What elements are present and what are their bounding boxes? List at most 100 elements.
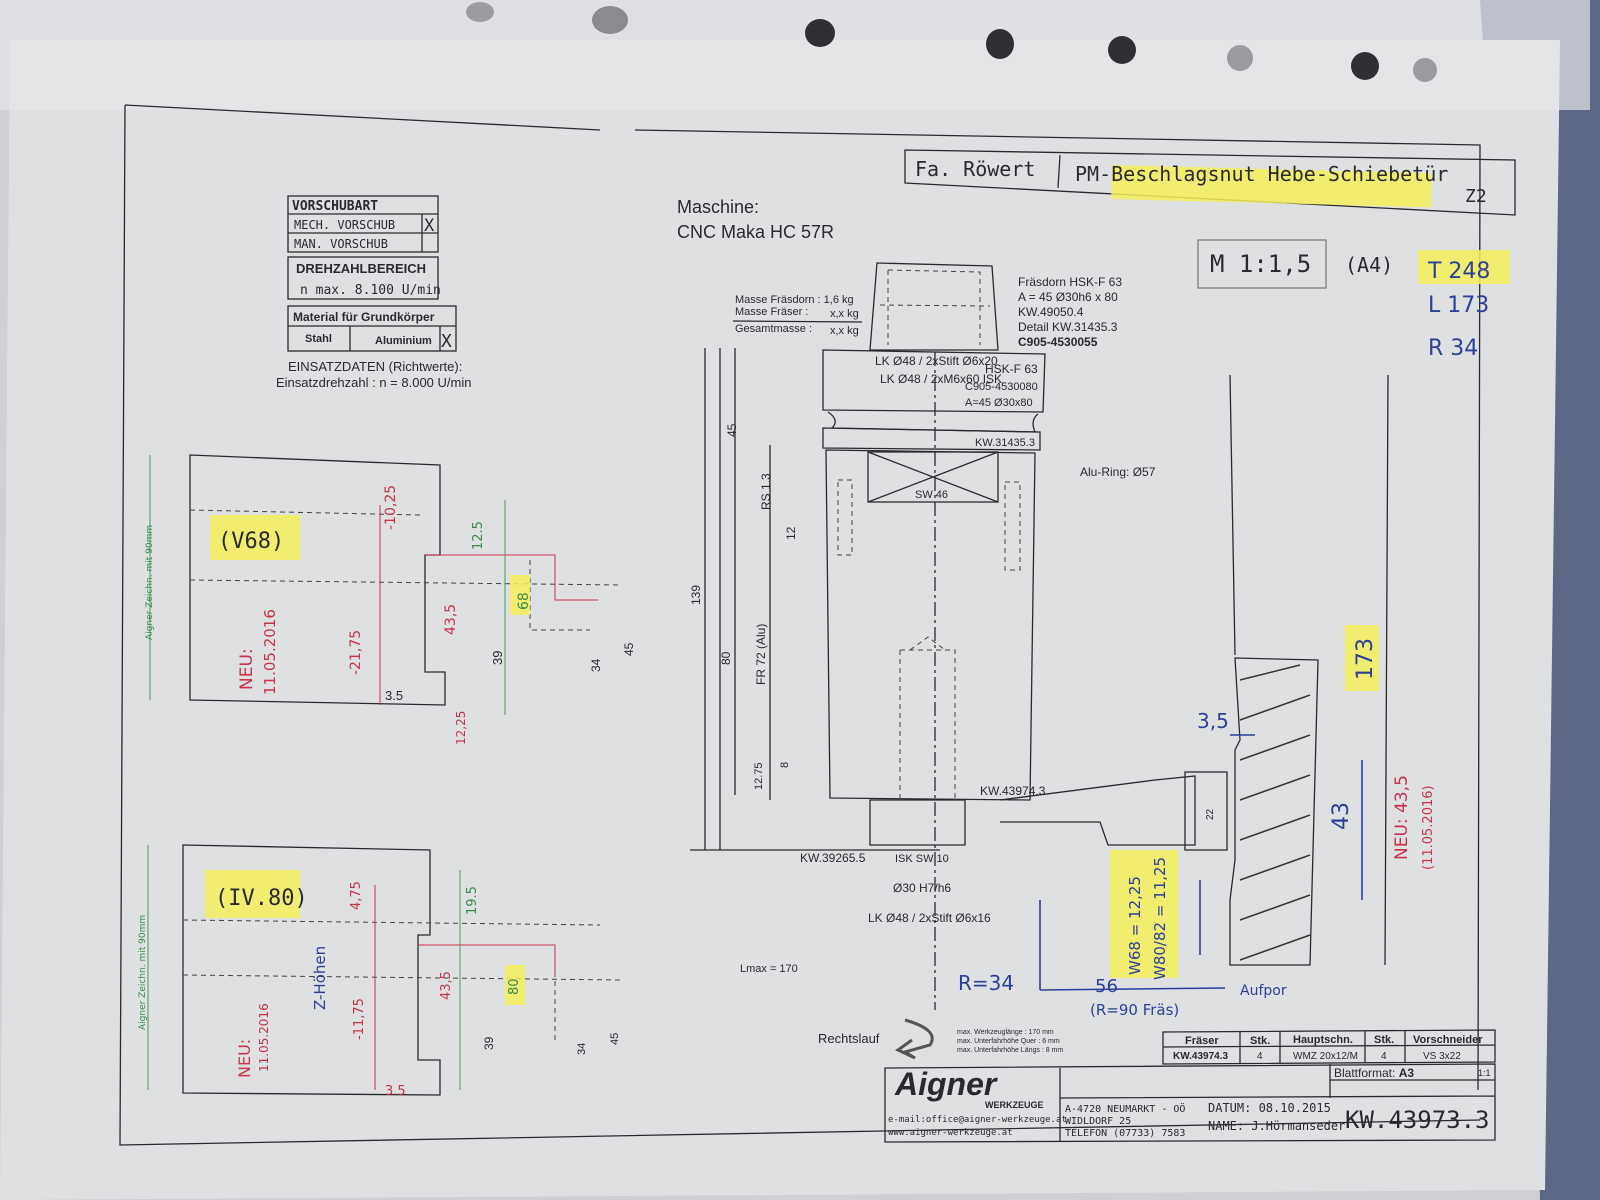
svg-text:WERKZEUGE: WERKZEUGE <box>985 1100 1044 1110</box>
machine-label: Maschine: <box>677 197 759 217</box>
svg-text:56: 56 <box>1095 976 1118 997</box>
svg-text:MECH. VORSCHUB: MECH. VORSCHUB <box>294 218 395 232</box>
svg-text:(V68): (V68) <box>218 529 284 554</box>
svg-text:W68 = 12,25: W68 = 12,25 <box>1126 876 1144 975</box>
title-block: Fa. Röwert PM-Beschlagsnut Hebe-Schiebet… <box>904 149 1516 216</box>
svg-text:DATUM: 08.10.2015: DATUM: 08.10.2015 <box>1208 1101 1331 1115</box>
footer-block: Aigner WERKZEUGE e-mail:office@aigner-we… <box>884 1063 1496 1143</box>
svg-text:NEU:: NEU: <box>237 648 257 690</box>
svg-text:Masse Fräser :: Masse Fräser : <box>735 306 808 318</box>
svg-text:173: 173 <box>1353 638 1378 680</box>
svg-text:HSK-F 63: HSK-F 63 <box>985 362 1038 376</box>
svg-text:A=45 Ø30x80: A=45 Ø30x80 <box>965 397 1033 409</box>
svg-text:80: 80 <box>719 651 733 665</box>
drawing-title: PM-Beschlagsnut Hebe-Schiebetür <box>1075 162 1448 186</box>
handwritten-notes: M 1:1,5 (A4) T 248 L 173 R 34 173 43 3,5… <box>958 239 1510 1019</box>
svg-text:max. Unterfahrhöhe Quer : 6 mm: max. Unterfahrhöhe Quer : 6 mm <box>957 1038 1060 1045</box>
svg-text:Ø30 H7/h6: Ø30 H7/h6 <box>893 881 951 895</box>
svg-text:4,75: 4,75 <box>349 881 364 910</box>
svg-text:www.aigner-werkzeuge.at: www.aigner-werkzeuge.at <box>888 1128 1013 1138</box>
svg-text:45: 45 <box>725 423 739 437</box>
svg-text:-21,75: -21,75 <box>348 630 364 675</box>
svg-text:A-4720 NEUMARKT - OÖ: A-4720 NEUMARKT - OÖ <box>1065 1102 1185 1115</box>
rotation-arrow-icon <box>895 1018 934 1060</box>
arbor-info: Fräsdorn HSK-F 63 A = 45 Ø30h6 x 80 KW.4… <box>1018 275 1122 349</box>
svg-text:Gesamtmasse :: Gesamtmasse : <box>735 323 812 335</box>
svg-text:(11.05.2016): (11.05.2016) <box>1421 785 1436 870</box>
svg-text:x,x kg: x,x kg <box>830 308 859 320</box>
svg-text:12.75: 12.75 <box>753 762 765 790</box>
svg-text:39: 39 <box>482 1036 496 1050</box>
svg-text:(IV.80): (IV.80) <box>215 886 308 911</box>
mass-block: Masse Fräsdorn : 1,6 kg Masse Fräser : x… <box>732 294 863 337</box>
svg-text:A = 45 Ø30h6 x 80: A = 45 Ø30h6 x 80 <box>1018 290 1118 304</box>
svg-text:Fräser: Fräser <box>1185 1035 1219 1047</box>
svg-text:Aufpor: Aufpor <box>1240 983 1287 999</box>
svg-text:34: 34 <box>576 1043 588 1055</box>
svg-text:ISK SW 10: ISK SW 10 <box>895 853 949 865</box>
svg-text:11.05.2016: 11.05.2016 <box>257 1003 271 1072</box>
svg-text:Stahl: Stahl <box>305 333 332 345</box>
detail-iv80: (IV.80) NEU: 11.05.2016 Z-Höhen 4,75 -11… <box>138 844 621 1099</box>
svg-text:1:1: 1:1 <box>1478 1068 1491 1078</box>
svg-text:KW.31435.3: KW.31435.3 <box>975 437 1035 449</box>
svg-text:Material für Grundkörper: Material für Grundkörper <box>293 310 435 324</box>
svg-text:12: 12 <box>784 526 798 540</box>
sheet-format: Blattformat: A3 <box>1334 1066 1414 1080</box>
drawing-frame <box>119 104 1481 1146</box>
svg-text:Stk.: Stk. <box>1250 1035 1270 1047</box>
svg-text:WMZ 20x12/M: WMZ 20x12/M <box>1293 1051 1358 1062</box>
svg-text:KW.43974.3: KW.43974.3 <box>1173 1051 1228 1062</box>
svg-text:Detail KW.31435.3: Detail KW.31435.3 <box>1018 320 1118 334</box>
svg-text:Alu-Ring: Ø57: Alu-Ring: Ø57 <box>1080 465 1156 479</box>
svg-text:4: 4 <box>1257 1051 1263 1062</box>
svg-text:8: 8 <box>779 762 791 768</box>
svg-text:e-mail:office@aigner-werkzeuge: e-mail:office@aigner-werkzeuge.at <box>888 1115 1067 1125</box>
material-box: Material für Grundkörper Stahl Aluminium… <box>287 305 457 352</box>
sheet-number: Z2 <box>1465 186 1487 207</box>
svg-text:M 1:1,5: M 1:1,5 <box>1210 250 1311 278</box>
svg-text:WIDLDORF 25: WIDLDORF 25 <box>1065 1116 1131 1127</box>
svg-text:R 34: R 34 <box>1428 336 1478 361</box>
drawing-labels: LK Ø48 / 2xStift Ø6x20 LK Ø48 / 2xM6x60 … <box>689 354 1216 975</box>
svg-text:x,x kg: x,x kg <box>830 325 859 337</box>
svg-text:-11,75: -11,75 <box>352 998 367 1040</box>
drawing-number: KW.43973.3 <box>1345 1106 1490 1134</box>
svg-text:68: 68 <box>516 592 532 610</box>
svg-text:3.5: 3.5 <box>385 688 403 703</box>
parts-table: Fräser Stk. Hauptschn. Stk. Vorschneider… <box>1162 1029 1496 1065</box>
svg-text:22: 22 <box>1205 808 1216 820</box>
svg-text:4: 4 <box>1381 1051 1387 1062</box>
rotation-info: Rechtslauf max. Werkzeuglänge : 170 mm m… <box>818 1018 1063 1060</box>
aigner-logo: Aigner <box>894 1066 998 1102</box>
svg-text:VORSCHUBART: VORSCHUBART <box>292 199 378 214</box>
svg-text:C905-4530055: C905-4530055 <box>1018 335 1098 349</box>
svg-text:Aigner Zeichn. mit 90mm: Aigner Zeichn. mit 90mm <box>145 525 155 640</box>
svg-text:11.05.2016: 11.05.2016 <box>261 609 279 695</box>
svg-text:Fräsdorn HSK-F 63: Fräsdorn HSK-F 63 <box>1018 275 1122 289</box>
svg-text:-10,25: -10,25 <box>383 485 399 530</box>
svg-text:(R=90 Fräs): (R=90 Fräs) <box>1090 1001 1179 1019</box>
svg-text:19.5: 19.5 <box>465 886 480 915</box>
svg-text:80: 80 <box>507 978 522 995</box>
svg-text:LK Ø48 / 2xM6x60 ISK: LK Ø48 / 2xM6x60 ISK <box>880 372 1002 386</box>
svg-text:Rechtslauf: Rechtslauf <box>818 1031 880 1046</box>
detail-v68: (V68) NEU: 11.05.2016 -10,25 -21,75 43,5… <box>145 454 636 745</box>
svg-text:TELEFON (07733) 7583: TELEFON (07733) 7583 <box>1065 1128 1185 1139</box>
tool-arbor-drawing <box>690 262 1389 1010</box>
svg-text:Lmax = 170: Lmax = 170 <box>740 963 798 975</box>
svg-text:43,5: 43,5 <box>443 604 459 635</box>
svg-text:Vorschneider: Vorschneider <box>1413 1034 1483 1046</box>
svg-text:KW.49050.4: KW.49050.4 <box>1018 305 1084 319</box>
svg-text:12.5: 12.5 <box>471 521 486 550</box>
punch-holes <box>466 2 1437 82</box>
svg-text:Hauptschn.: Hauptschn. <box>1293 1034 1353 1046</box>
svg-text:C905-4530080: C905-4530080 <box>965 381 1038 393</box>
workpiece-section <box>1229 657 1319 966</box>
svg-text:139: 139 <box>689 585 703 605</box>
svg-text:NAME: J.Hörmanseder: NAME: J.Hörmanseder <box>1208 1119 1345 1133</box>
svg-text:Masse Fräsdorn : 1,6 kg: Masse Fräsdorn : 1,6 kg <box>735 294 854 306</box>
feed-mech-checked: X <box>424 216 435 236</box>
svg-text:L 173: L 173 <box>1428 293 1489 318</box>
